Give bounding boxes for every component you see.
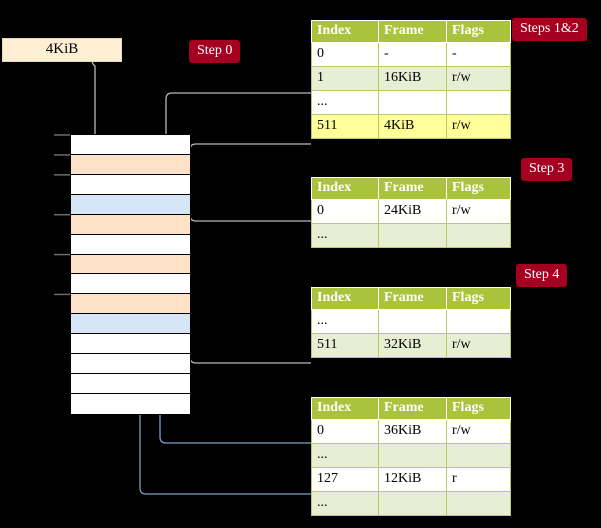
badge-step-0: Step 0 xyxy=(189,40,241,63)
column-header-index: Index xyxy=(311,287,379,310)
table-row: ... xyxy=(311,491,511,516)
badge-step-3: Step 3 xyxy=(521,158,573,181)
cell-index: 511 xyxy=(311,333,379,358)
cell-frame xyxy=(378,491,447,516)
cell-frame: 36KiB xyxy=(378,419,447,444)
physical-memory-grid xyxy=(70,134,191,415)
cell-flags xyxy=(446,223,511,248)
cell-frame xyxy=(378,443,447,468)
memory-frame-row xyxy=(71,234,190,255)
cell-frame xyxy=(378,223,447,248)
cell-index: 0 xyxy=(311,42,379,67)
cell-index: 0 xyxy=(311,419,379,444)
cell-flags xyxy=(446,90,511,115)
column-header-frame: Frame xyxy=(378,177,447,200)
cell-frame xyxy=(378,90,447,115)
table-row: ... xyxy=(311,443,511,468)
cell-flags xyxy=(446,443,511,468)
memory-frame-row xyxy=(71,354,190,375)
badge-steps-1-2: Steps 1&2 xyxy=(512,18,587,41)
cell-index: ... xyxy=(311,491,379,516)
cell-flags xyxy=(446,309,511,334)
column-header-index: Index xyxy=(311,177,379,200)
memory-frame-row xyxy=(71,374,190,394)
cell-frame: 32KiB xyxy=(378,333,447,358)
connector-steps12-b xyxy=(171,143,311,156)
cell-flags: r/w xyxy=(446,66,511,91)
memory-frame-row xyxy=(71,135,190,155)
cell-flags: r xyxy=(446,467,511,492)
cell-index: 0 xyxy=(311,199,379,224)
cell-index: ... xyxy=(311,309,379,334)
cell-index: 127 xyxy=(311,467,379,492)
column-header-flags: Flags xyxy=(446,397,511,420)
cell-frame: 16KiB xyxy=(378,66,447,91)
column-header-flags: Flags xyxy=(446,20,511,43)
memory-frame-row xyxy=(71,334,190,355)
cell-flags: r/w xyxy=(446,114,511,139)
cell-flags xyxy=(446,491,511,516)
cell-index: 1 xyxy=(311,66,379,91)
memory-frame-row xyxy=(71,393,190,414)
cell-index: ... xyxy=(311,223,379,248)
cell-index: 511 xyxy=(311,114,379,139)
column-header-frame: Frame xyxy=(378,20,447,43)
cell-frame: 24KiB xyxy=(378,199,447,224)
table-row: 0-- xyxy=(311,42,511,67)
memory-frame-row xyxy=(71,274,190,295)
memory-frame-row xyxy=(71,154,190,175)
column-header-frame: Frame xyxy=(378,287,447,310)
memory-frame-row xyxy=(71,174,190,195)
cell-frame: 12KiB xyxy=(378,467,447,492)
badge-step-4: Step 4 xyxy=(516,264,568,287)
column-header-frame: Frame xyxy=(378,397,447,420)
cell-index: ... xyxy=(311,443,379,468)
cell-frame: 4KiB xyxy=(378,114,447,139)
column-header-flags: Flags xyxy=(446,177,511,200)
cell-flags: r/w xyxy=(446,419,511,444)
cell-index: ... xyxy=(311,90,379,115)
column-header-index: Index xyxy=(311,397,379,420)
column-header-index: Index xyxy=(311,20,379,43)
memory-frame-row xyxy=(71,194,190,215)
memory-frame-row xyxy=(71,294,190,315)
memory-frame-row xyxy=(71,254,190,275)
table-row: ... xyxy=(311,309,511,334)
cell-flags: - xyxy=(446,42,511,67)
cell-flags: r/w xyxy=(446,333,511,358)
memory-frame-row xyxy=(71,214,190,235)
cell-frame xyxy=(378,309,447,334)
memory-size-label: 4KiB xyxy=(2,38,122,62)
column-header-flags: Flags xyxy=(446,287,511,310)
table-row: ... xyxy=(311,90,511,115)
cell-flags: r/w xyxy=(446,199,511,224)
table-row: ... xyxy=(311,223,511,248)
memory-frame-row xyxy=(71,314,190,335)
cell-frame: - xyxy=(378,42,447,67)
